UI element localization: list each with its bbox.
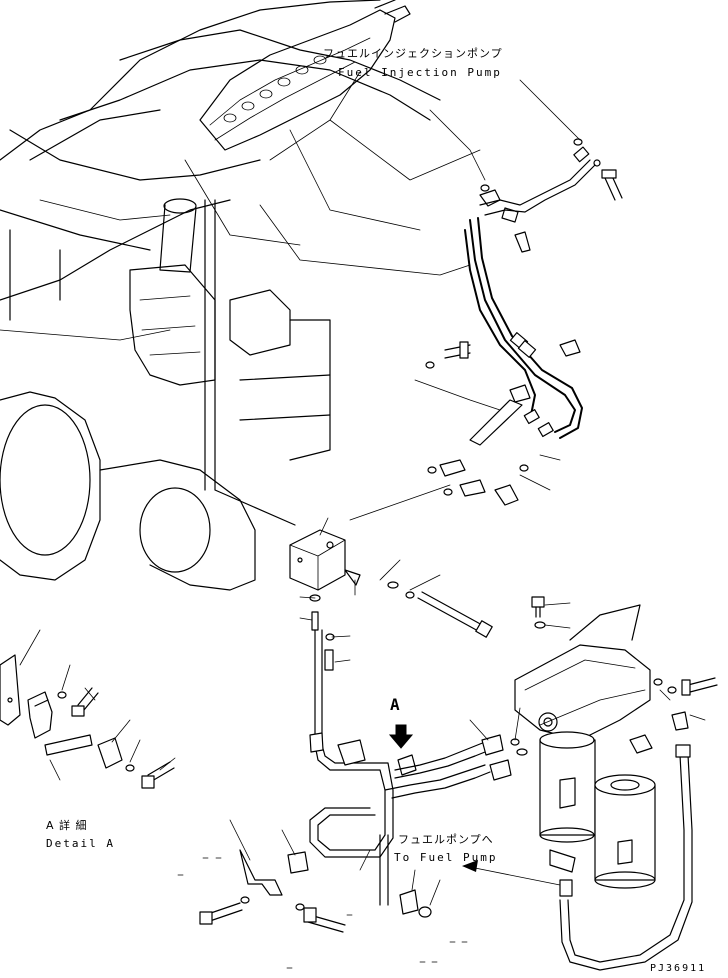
- to-fuel-pump-label-jp: フュエルポンプへ: [398, 833, 494, 846]
- lower-fuel-pipes: [199, 732, 528, 933]
- to-fuel-pump-label-en: To Fuel Pump: [394, 851, 498, 864]
- detail-a-parts: [0, 629, 176, 789]
- fuel-injection-pump-label-en: Fuel Injection Pump: [338, 66, 502, 79]
- leader-lines: [184, 71, 581, 521]
- view-a-marker: A: [390, 695, 400, 714]
- engine-block: [0, 0, 441, 591]
- upper-fuel-pipes: [425, 138, 623, 446]
- to-fuel-pump-arrow: [462, 860, 561, 886]
- middle-fittings: [289, 459, 529, 746]
- view-a-arrow: [388, 724, 414, 749]
- fuel-filter-assembly: [514, 596, 718, 971]
- detail-a-label-jp: A 詳 細: [46, 819, 88, 832]
- detail-a-label-en: Detail A: [46, 837, 115, 850]
- callout-dashes: [177, 857, 468, 969]
- fuel-injection-pump-label-jp: フュエルインジェクションポンプ: [323, 47, 503, 60]
- drawing-number: PJ36911: [650, 963, 707, 974]
- part-leaders: [229, 517, 706, 906]
